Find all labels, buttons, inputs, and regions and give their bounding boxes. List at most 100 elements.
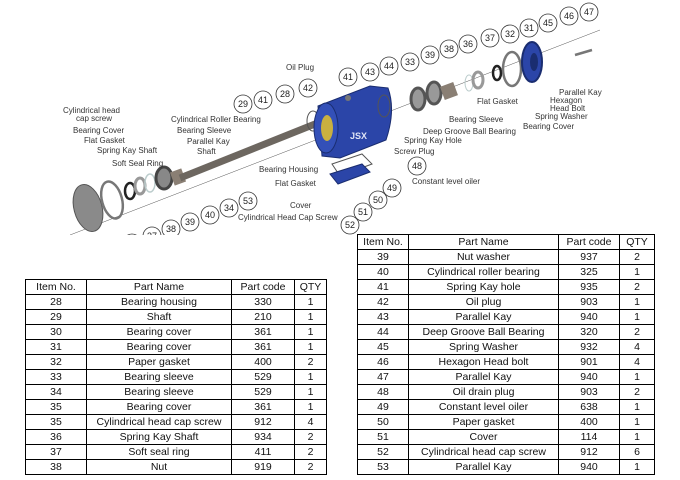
bottom-cover bbox=[329, 163, 371, 185]
table-header-row: Item No. Part Name Part code QTY bbox=[357, 234, 655, 250]
cell-part-name: Deep Groove Ball Bearing bbox=[408, 324, 559, 340]
balloon-circle bbox=[200, 205, 220, 225]
cell-item-no: 36 bbox=[25, 429, 87, 445]
cell-part-code: 638 bbox=[558, 399, 620, 415]
balloon-circle bbox=[519, 18, 539, 38]
cell-item-no: 28 bbox=[25, 294, 87, 310]
part-label: Bearing Sleeve bbox=[449, 115, 504, 124]
cell-item-no: 46 bbox=[357, 354, 409, 370]
balloon-number: 47 bbox=[584, 7, 594, 17]
part-label: Spring Kay Hole bbox=[404, 136, 462, 145]
table-header-row: Item No. Part Name Part code QTY bbox=[25, 279, 327, 295]
callout-balloon: 52 bbox=[340, 215, 360, 235]
callout-balloon: 40 bbox=[200, 205, 220, 225]
balloon-number: 49 bbox=[387, 183, 397, 193]
callout-balloon: 51 bbox=[353, 202, 373, 222]
part-label: Shaft bbox=[197, 147, 216, 156]
cell-part-name: Spring Kay hole bbox=[408, 279, 559, 295]
cell-item-no: 37 bbox=[25, 444, 87, 460]
roller-bearing bbox=[154, 165, 174, 191]
part-label: Screw Plug bbox=[394, 147, 434, 156]
cell-part-name: Spring Washer bbox=[408, 339, 559, 355]
cell-item-no: 31 bbox=[25, 339, 87, 355]
balloon-number: 45 bbox=[543, 18, 553, 28]
balloon-circle bbox=[340, 215, 360, 235]
callout-balloon: 42 bbox=[298, 78, 318, 98]
callout-balloon: 34 bbox=[219, 198, 239, 218]
cell-qty: 2 bbox=[294, 354, 327, 370]
cell-part-code: 940 bbox=[558, 459, 620, 475]
part-label: Flat Gasket bbox=[275, 179, 317, 188]
cell-part-code: 400 bbox=[231, 354, 295, 370]
part-label: Cylindrical Roller Bearing bbox=[171, 115, 261, 124]
housing-bore bbox=[321, 115, 333, 141]
part-label: Head Bolt bbox=[550, 104, 586, 113]
callout-balloon: 31 bbox=[519, 18, 539, 38]
cell-part-name: Bearing cover bbox=[86, 339, 232, 355]
balloon-circle bbox=[298, 78, 318, 98]
cell-item-no: 39 bbox=[357, 249, 409, 265]
part-label: cap screw bbox=[76, 114, 112, 123]
cell-part-code: 114 bbox=[558, 429, 620, 445]
cell-part-code: 320 bbox=[558, 324, 620, 340]
balloon-circle bbox=[127, 233, 137, 235]
balloon-number: 44 bbox=[384, 61, 394, 71]
cell-part-name: Bearing sleeve bbox=[86, 384, 232, 400]
right-flat-gasket bbox=[501, 50, 523, 88]
right-nut bbox=[471, 70, 485, 90]
part-label: Hexagon bbox=[550, 96, 582, 105]
balloon-circle bbox=[382, 178, 402, 198]
balloon-circle bbox=[407, 156, 427, 176]
col-qty: QTY bbox=[619, 234, 655, 250]
part-label: Parallel Kay bbox=[187, 137, 230, 146]
cell-part-name: Oil drain plug bbox=[408, 384, 559, 400]
cell-part-name: Shaft bbox=[86, 309, 232, 325]
cell-part-name: Hexagon Head bolt bbox=[408, 354, 559, 370]
part-label: Bearing Cover bbox=[523, 122, 574, 131]
cell-qty: 1 bbox=[294, 309, 327, 325]
callout-balloon: 29 bbox=[233, 94, 253, 114]
callout-balloon: 37 bbox=[142, 226, 162, 235]
balloon-circle bbox=[180, 212, 200, 232]
cell-part-code: 912 bbox=[231, 414, 295, 430]
cell-item-no: 35 bbox=[25, 414, 87, 430]
col-part-code: Part code bbox=[558, 234, 620, 250]
cell-item-no: 53 bbox=[357, 459, 409, 475]
cell-qty: 6 bbox=[619, 444, 655, 460]
deep-groove-bearing-1 bbox=[409, 86, 427, 112]
cell-part-code: 330 bbox=[231, 294, 295, 310]
balloon-circle bbox=[233, 94, 253, 114]
callout-balloon: 47 bbox=[579, 2, 599, 22]
cell-part-code: 325 bbox=[558, 264, 620, 280]
callout-balloon: 37 bbox=[480, 28, 500, 48]
cell-part-code: 529 bbox=[231, 384, 295, 400]
balloon-number: 53 bbox=[243, 196, 253, 206]
balloon-circle bbox=[538, 13, 558, 33]
cell-item-no: 34 bbox=[25, 384, 87, 400]
cell-part-code: 940 bbox=[558, 309, 620, 325]
balloon-circle bbox=[360, 62, 380, 82]
cell-item-no: 52 bbox=[357, 444, 409, 460]
balloon-number: 51 bbox=[358, 207, 368, 217]
cell-part-name: Nut bbox=[86, 459, 232, 475]
balloon-circle bbox=[579, 2, 599, 22]
part-label: Flat Gasket bbox=[84, 136, 126, 145]
cell-qty: 1 bbox=[294, 339, 327, 355]
right-bearing-cover-bore bbox=[530, 53, 538, 71]
part-label: Oil Plug bbox=[286, 63, 314, 72]
balloon-circle bbox=[559, 6, 579, 26]
cell-qty: 1 bbox=[619, 264, 655, 280]
cell-item-no: 50 bbox=[357, 414, 409, 430]
exploded-view: JSX 353032363738394034532941284241434433… bbox=[63, 2, 602, 235]
